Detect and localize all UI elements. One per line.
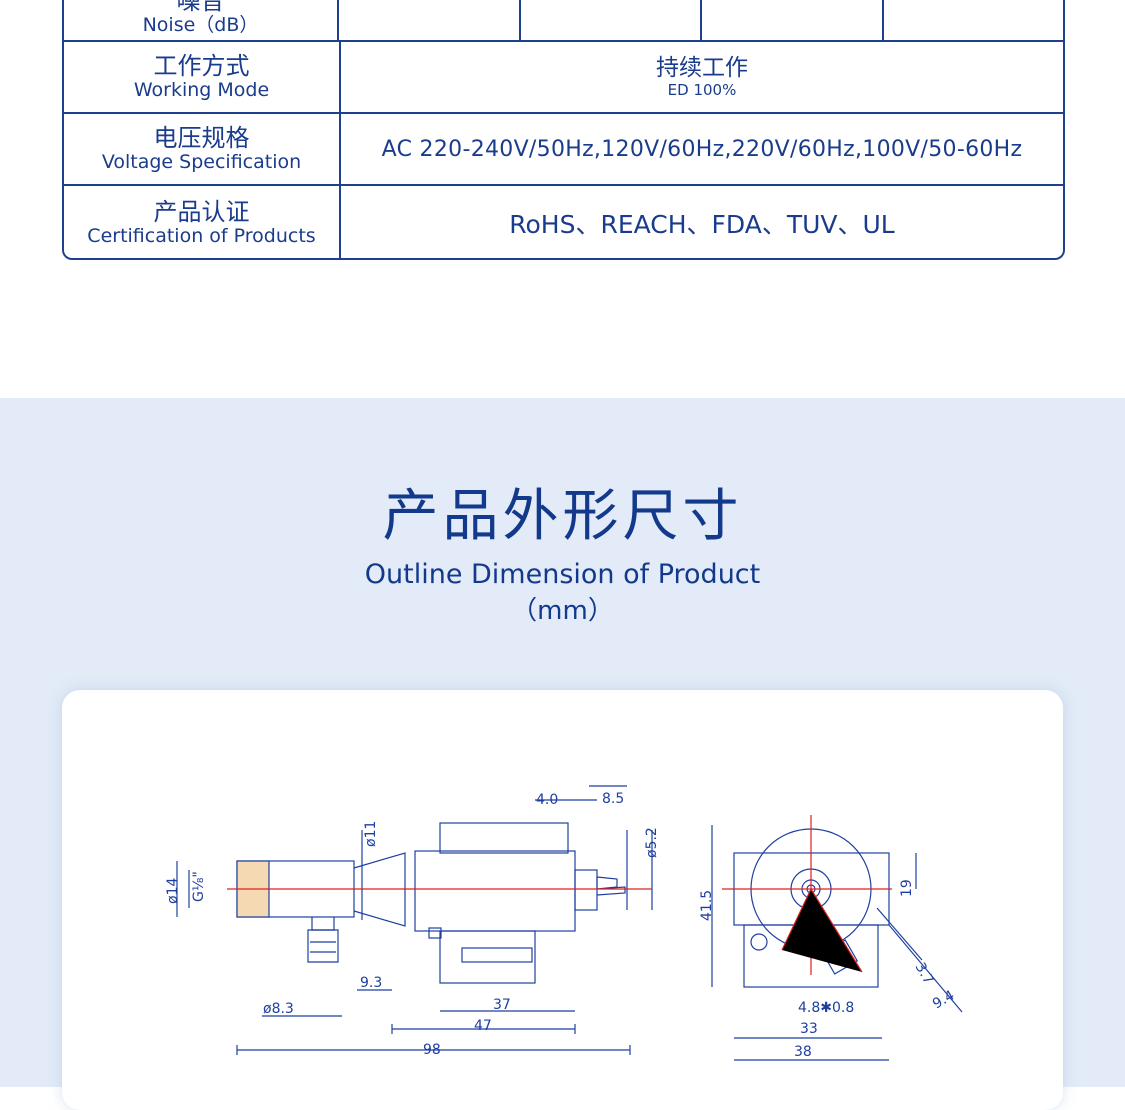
outlet-nozzle xyxy=(596,876,626,896)
label-en: Noise（dB） xyxy=(142,14,259,36)
dim-phi14: ø14 xyxy=(165,878,181,904)
dim-38: 38 xyxy=(794,1044,812,1060)
dim-33: 33 xyxy=(800,1021,818,1037)
pump-base xyxy=(439,930,536,984)
dim-9-4: 9.4 xyxy=(930,987,957,1012)
dim-8-5: 8.5 xyxy=(602,791,624,807)
working-mode-value: 持续工作 ED 100% xyxy=(341,42,1063,112)
dim-4-0: 4.0 xyxy=(536,792,558,808)
dim-phi5-2: ø5.2 xyxy=(644,827,660,858)
dim-3-7: 3.7 xyxy=(912,960,937,987)
noise-value-1: 50 xyxy=(339,0,521,42)
spec-row-voltage: 电压规格 Voltage Specification AC 220-240V/5… xyxy=(64,112,1063,184)
section-title-cn: 产品外形尺寸 xyxy=(382,484,743,549)
spec-label-working-mode: 工作方式 Working Mode xyxy=(64,42,341,112)
spec-row-certification: 产品认证 Certification of Products RoHS、REAC… xyxy=(64,184,1063,260)
dim-47: 47 xyxy=(474,1018,492,1034)
section-title-en: Outline Dimension of Product xyxy=(364,559,761,590)
down-outlet-barb xyxy=(307,929,339,963)
dim-g18: G⅛" xyxy=(191,871,207,902)
spec-table: 噪音 Noise（dB） 50 50 55 55 工作方式 Working Mo… xyxy=(62,0,1065,260)
dimension-section: 产品外形尺寸 Outline Dimension of Product （mm） xyxy=(0,398,1125,1110)
spec-label-voltage: 电压规格 Voltage Specification xyxy=(64,114,341,184)
label-cn: 产品认证 xyxy=(153,198,250,226)
voltage-value: AC 220-240V/50Hz,120V/60Hz,220V/60Hz,100… xyxy=(381,136,1023,162)
label-cn: 电压规格 xyxy=(153,124,250,152)
label-cn: 噪音 xyxy=(176,0,225,15)
outline-drawing: 4.0 8.5 ø11 ø5.2 ø14 G⅛" 9.3 ø8.3 37 47 … xyxy=(165,785,963,1061)
spec-label-certification: 产品认证 Certification of Products xyxy=(64,186,341,260)
outlet-collar xyxy=(574,869,598,911)
label-en: Working Mode xyxy=(133,79,270,101)
dim-37: 37 xyxy=(493,997,511,1013)
dim-19: 19 xyxy=(899,879,915,897)
label-cn: 工作方式 xyxy=(153,52,250,80)
section-unit: （mm） xyxy=(511,596,614,626)
dim-phi8-3: ø8.3 xyxy=(263,1001,294,1017)
dim-4-8x0-8: 4.8✱0.8 xyxy=(798,1000,854,1016)
drawing-card: 4.0 8.5 ø11 ø5.2 ø14 G⅛" 9.3 ø8.3 37 47 … xyxy=(62,690,1063,1110)
working-mode-sub: ED 100% xyxy=(667,81,737,99)
dim-98: 98 xyxy=(423,1042,441,1058)
dim-9-3: 9.3 xyxy=(360,975,382,991)
noise-value-4: 55 xyxy=(884,0,1064,42)
spec-label-noise: 噪音 Noise（dB） xyxy=(64,0,339,42)
noise-value-2: 50 xyxy=(521,0,702,42)
down-outlet xyxy=(311,917,335,931)
pump-top xyxy=(439,822,569,854)
pump-body xyxy=(414,850,576,932)
label-en: Voltage Specification xyxy=(101,151,302,173)
dim-41-5: 41.5 xyxy=(699,890,715,921)
label-en: Certification of Products xyxy=(87,225,316,247)
spec-row-noise: 噪音 Noise（dB） 50 50 55 55 xyxy=(64,0,1063,42)
noise-value-3: 55 xyxy=(702,0,884,42)
centerlines xyxy=(227,815,892,975)
dim-phi11: ø11 xyxy=(363,821,379,847)
spec-row-working-mode: 工作方式 Working Mode 持续工作 ED 100% xyxy=(64,40,1063,112)
working-mode-text: 持续工作 xyxy=(656,55,748,81)
certification-value: RoHS、REACH、FDA、TUV、UL xyxy=(509,210,895,239)
